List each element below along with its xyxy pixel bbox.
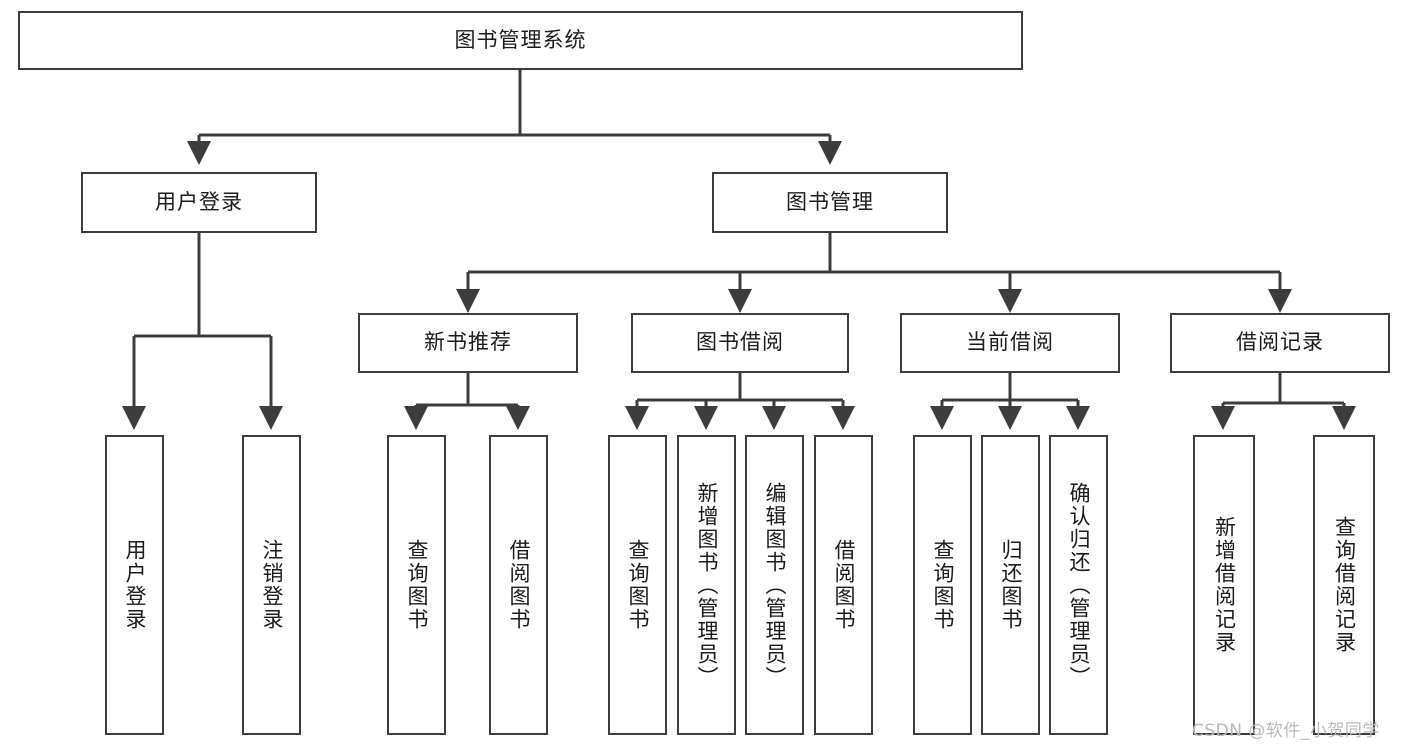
- node-leaf-add-book-admin[interactable]: 新增图书（管理员）: [677, 435, 736, 735]
- node-label: 查询图书: [404, 539, 429, 631]
- node-label: 注销登录: [259, 539, 284, 631]
- node-label: 查询图书: [625, 539, 650, 631]
- node-label: 图书管理系统: [454, 27, 587, 52]
- node-user-login[interactable]: 用户登录: [81, 172, 317, 233]
- node-leaf-query-book-borrow[interactable]: 查询图书: [608, 435, 667, 735]
- node-book-borrow[interactable]: 图书借阅: [631, 313, 849, 373]
- node-leaf-logout-login[interactable]: 注销登录: [242, 435, 301, 735]
- node-leaf-edit-book-admin[interactable]: 编辑图书（管理员）: [745, 435, 804, 735]
- node-label: 用户登录: [122, 539, 147, 631]
- node-leaf-query-book-recommend[interactable]: 查询图书: [387, 435, 446, 735]
- node-leaf-borrow-book-recommend[interactable]: 借阅图书: [489, 435, 548, 735]
- node-leaf-query-book-current[interactable]: 查询图书: [913, 435, 972, 735]
- node-leaf-borrow-book[interactable]: 借阅图书: [814, 435, 873, 735]
- node-borrow-record[interactable]: 借阅记录: [1170, 313, 1390, 373]
- node-label: 确认归还（管理员）: [1066, 481, 1091, 689]
- node-label: 编辑图书（管理员）: [762, 481, 787, 689]
- node-label: 新增借阅记录: [1212, 516, 1237, 654]
- csdn-watermark: CSDN @软件_小贺同学: [1192, 721, 1380, 741]
- node-label: 新增图书（管理员）: [694, 481, 719, 689]
- node-label: 新书推荐: [424, 330, 512, 355]
- node-label: 借阅图书: [506, 539, 531, 631]
- node-label: 用户登录: [155, 189, 243, 214]
- node-current-borrow[interactable]: 当前借阅: [900, 313, 1120, 373]
- node-book-management[interactable]: 图书管理: [712, 172, 948, 233]
- node-label: 归还图书: [998, 539, 1023, 631]
- node-leaf-query-borrow-record[interactable]: 查询借阅记录: [1313, 435, 1375, 735]
- node-root-book-management-system[interactable]: 图书管理系统: [18, 11, 1023, 70]
- node-leaf-return-book[interactable]: 归还图书: [981, 435, 1040, 735]
- node-label: 图书借阅: [696, 330, 784, 355]
- node-label: 查询图书: [930, 539, 955, 631]
- node-label: 借阅记录: [1236, 330, 1324, 355]
- node-label: 图书管理: [786, 189, 874, 214]
- node-label: 借阅图书: [831, 539, 856, 631]
- node-leaf-confirm-return-admin[interactable]: 确认归还（管理员）: [1049, 435, 1108, 735]
- node-label: 查询借阅记录: [1332, 516, 1357, 654]
- node-label: 当前借阅: [966, 330, 1054, 355]
- node-new-book-recommend[interactable]: 新书推荐: [358, 313, 578, 373]
- node-leaf-add-borrow-record[interactable]: 新增借阅记录: [1193, 435, 1255, 735]
- node-leaf-user-login[interactable]: 用户登录: [105, 435, 164, 735]
